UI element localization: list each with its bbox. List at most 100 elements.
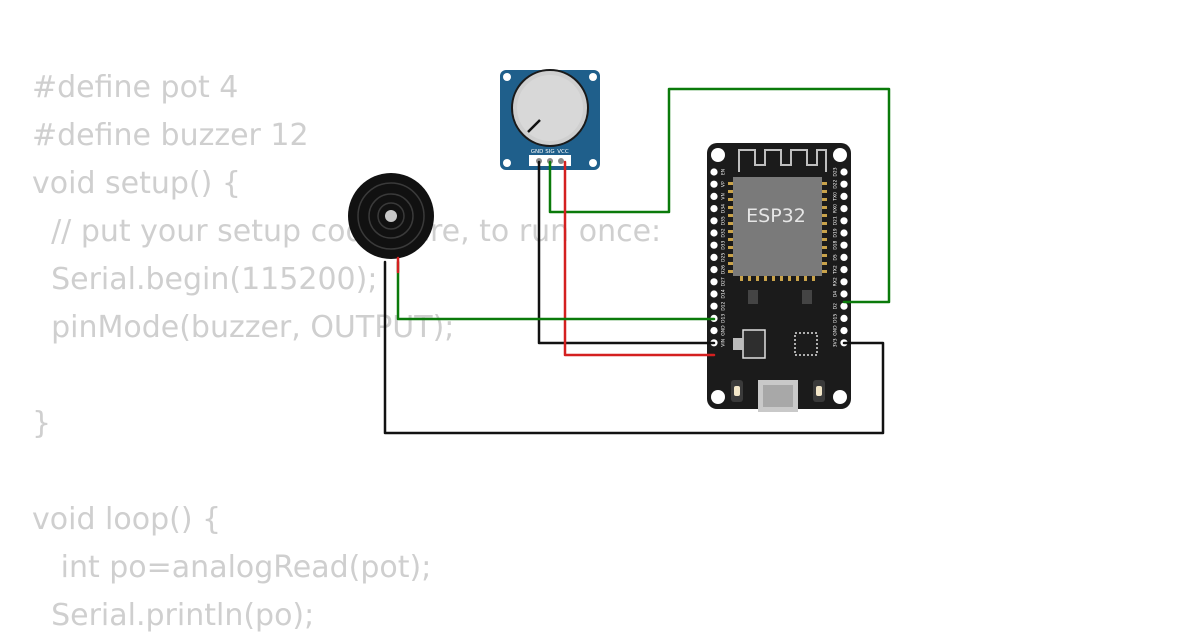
mount-hole — [833, 148, 847, 162]
left-pin-label: VIN — [721, 339, 727, 347]
mount-hole — [711, 148, 725, 162]
wire-pot-sig-to-d4[interactable] — [548, 87, 891, 304]
pot-pin-label-vcc: VCC — [557, 149, 569, 155]
right-pin-header: D23D22TX0RX0D21D19D18D5TX2RX2D4D2D15GND3… — [833, 167, 848, 347]
right-pin-d15[interactable] — [840, 314, 848, 322]
right-pin-label: RX0 — [833, 204, 839, 213]
voltage-regulator — [742, 329, 766, 359]
left-pin-label: D32 — [721, 228, 727, 237]
left-pin-d26[interactable] — [710, 266, 718, 274]
left-pin-vn[interactable] — [710, 192, 718, 200]
left-pin-label: D12 — [721, 301, 727, 310]
code-line: #define buzzer 12 — [32, 118, 309, 153]
right-pin-rx2[interactable] — [840, 278, 848, 286]
code-line: pinMode(buzzer, OUTPUT); — [32, 310, 455, 345]
right-pin-label: GND — [833, 325, 839, 336]
left-pin-d27[interactable] — [710, 278, 718, 286]
pot-pin-label-sig: SIG — [545, 149, 554, 155]
left-pin-header: ENVPVND34D35D32D33D25D26D27D14D12D13GNDV… — [710, 168, 727, 347]
mount-hole — [711, 390, 725, 404]
smd-component — [748, 290, 758, 304]
left-pin-label: D27 — [721, 277, 727, 286]
right-pin-label: 3V3 — [833, 338, 839, 347]
left-pin-en[interactable] — [710, 168, 718, 176]
pot-pin-label-gnd: GND — [531, 149, 544, 155]
right-pin-d22[interactable] — [840, 180, 848, 188]
right-pin-tx2[interactable] — [840, 266, 848, 274]
buzzer-ring — [377, 202, 405, 230]
right-pin-d19[interactable] — [840, 229, 848, 237]
smd-component — [802, 290, 812, 304]
code-line: #define pot 4 — [32, 70, 239, 105]
right-pin-label: D5 — [833, 254, 839, 260]
left-pin-d35[interactable] — [710, 217, 718, 225]
left-pin-label: D34 — [721, 204, 727, 213]
code-line: void setup() { — [32, 166, 241, 201]
mount-hole — [833, 390, 847, 404]
right-pin-label: D18 — [833, 240, 839, 249]
right-pin-label: D23 — [833, 167, 839, 176]
left-pin-d34[interactable] — [710, 205, 718, 213]
esp32-board[interactable]: ESP32 ENVPVND34D35D32D33D25D26D27D14D12D… — [707, 143, 851, 412]
code-line: Serial.println(po); — [32, 598, 315, 633]
right-pin-d5[interactable] — [840, 253, 848, 261]
right-pin-label: RX2 — [833, 277, 839, 286]
pot-knob-indicator — [527, 119, 541, 133]
left-pin-d14[interactable] — [710, 290, 718, 298]
left-pin-label: GND — [721, 325, 727, 336]
pot-knob[interactable] — [517, 75, 583, 141]
left-pin-label: VP — [721, 181, 727, 187]
right-pin-d2[interactable] — [840, 302, 848, 310]
buzzer-ring — [368, 193, 414, 239]
mount-hole — [503, 73, 511, 81]
pot-pin-vcc[interactable] — [558, 158, 564, 164]
code-line: } — [32, 406, 52, 441]
right-pin-gnd[interactable] — [840, 327, 848, 335]
wire-buzzer-to-gnd[interactable] — [383, 260, 885, 435]
right-pin-d23[interactable] — [840, 168, 848, 176]
right-pin-label: D15 — [833, 314, 839, 323]
right-pin-rx0[interactable] — [840, 205, 848, 213]
code-line: int po=analogRead(pot); — [32, 550, 432, 585]
right-pin-label: D21 — [833, 216, 839, 225]
right-pin-d21[interactable] — [840, 217, 848, 225]
regulator-tab — [733, 338, 743, 350]
left-pin-label: D25 — [721, 253, 727, 262]
boot-button-cap — [816, 386, 822, 396]
chip-pads — [728, 182, 827, 281]
esp32-chip — [733, 177, 822, 276]
antenna-trace — [738, 149, 827, 172]
left-pin-d32[interactable] — [710, 229, 718, 237]
left-pin-d33[interactable] — [710, 241, 718, 249]
wire-buzzer-to-d12[interactable] — [396, 260, 716, 321]
left-pin-label: EN — [721, 169, 727, 175]
mount-hole — [503, 159, 511, 167]
potentiometer-module[interactable]: GND SIG VCC — [500, 69, 600, 170]
left-pin-label: D35 — [721, 216, 727, 225]
right-pin-label: TX0 — [833, 192, 839, 202]
right-pin-d4[interactable] — [840, 290, 848, 298]
wire-pot-gnd-to-gnd[interactable] — [537, 160, 716, 345]
left-pin-label: D14 — [721, 289, 727, 298]
right-pin-label: TX2 — [833, 265, 839, 275]
left-pin-vp[interactable] — [710, 180, 718, 188]
right-pin-label: D4 — [833, 291, 839, 297]
buzzer-hole — [385, 210, 397, 222]
code-line: void loop() { — [32, 502, 222, 537]
code-line: Serial.begin(115200); — [32, 262, 378, 297]
left-pin-gnd[interactable] — [710, 327, 718, 335]
buzzer-ring — [357, 182, 425, 250]
buzzer[interactable] — [348, 173, 434, 259]
wire-pot-vcc-to-vin[interactable] — [563, 160, 716, 357]
left-pin-label: VN — [721, 193, 727, 199]
right-pin-d18[interactable] — [840, 241, 848, 249]
right-pin-label: D22 — [833, 179, 839, 188]
left-pin-label: D26 — [721, 265, 727, 274]
mount-hole — [589, 159, 597, 167]
en-button-cap — [734, 386, 740, 396]
usb-uart-chip — [794, 332, 818, 356]
left-pin-d25[interactable] — [710, 253, 718, 261]
right-pin-tx0[interactable] — [840, 192, 848, 200]
left-pin-d12[interactable] — [710, 302, 718, 310]
